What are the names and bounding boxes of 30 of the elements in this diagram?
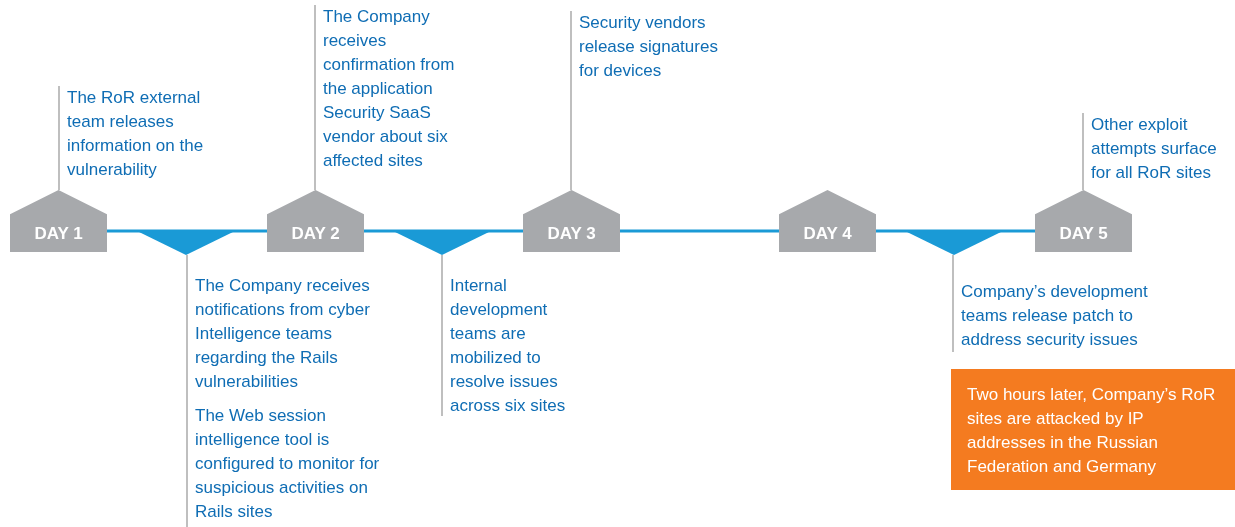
day-label: DAY 1 <box>33 224 84 244</box>
callout-text: Security vendors release signatures for devices <box>579 12 719 82</box>
day-marker <box>10 190 107 252</box>
callout-text: Internal development teams are mobilized to resolve issues across six sites <box>450 275 567 417</box>
day-marker <box>779 190 876 252</box>
callout-text: The Company receives confirmation from the application Security SaaS vendor about six affected sites <box>323 6 456 172</box>
leader-line <box>441 254 443 417</box>
milestone-triangle <box>905 231 1003 255</box>
day-marker <box>1035 190 1132 252</box>
day-label: DAY 3 <box>546 224 597 244</box>
day-marker <box>267 190 364 252</box>
callout-text: Company’s development teams release patch to address security issues <box>961 281 1149 351</box>
day-label: DAY 2 <box>290 224 341 244</box>
day-label: DAY 4 <box>802 224 853 244</box>
day-marker <box>523 190 620 252</box>
leader-line <box>58 85 60 191</box>
callout-text: The Company receives notifications from cyber Intelligence teams regarding the Rails vulnerabilities <box>195 275 371 393</box>
note-box <box>951 369 1235 490</box>
leader-line <box>570 10 572 191</box>
milestone-triangle <box>393 231 491 255</box>
milestone-triangle <box>137 231 235 255</box>
leader-line <box>952 254 954 353</box>
callout-text: The Web session intelligence tool is configured to monitor for suspicious activities on Rails sites <box>195 405 381 523</box>
leader-line <box>1082 112 1084 191</box>
note-text: Two hours later, Company’s RoR sites are attacked by IP addresses in the Russian Federation and Germany <box>967 384 1217 478</box>
callout-text: The RoR external team releases information on the vulnerability <box>67 87 205 181</box>
day-label: DAY 5 <box>1058 224 1109 244</box>
leader-line <box>314 4 316 191</box>
callout-text: Other exploit attempts surface for all RoR sites <box>1091 114 1218 184</box>
leader-line <box>186 254 188 527</box>
